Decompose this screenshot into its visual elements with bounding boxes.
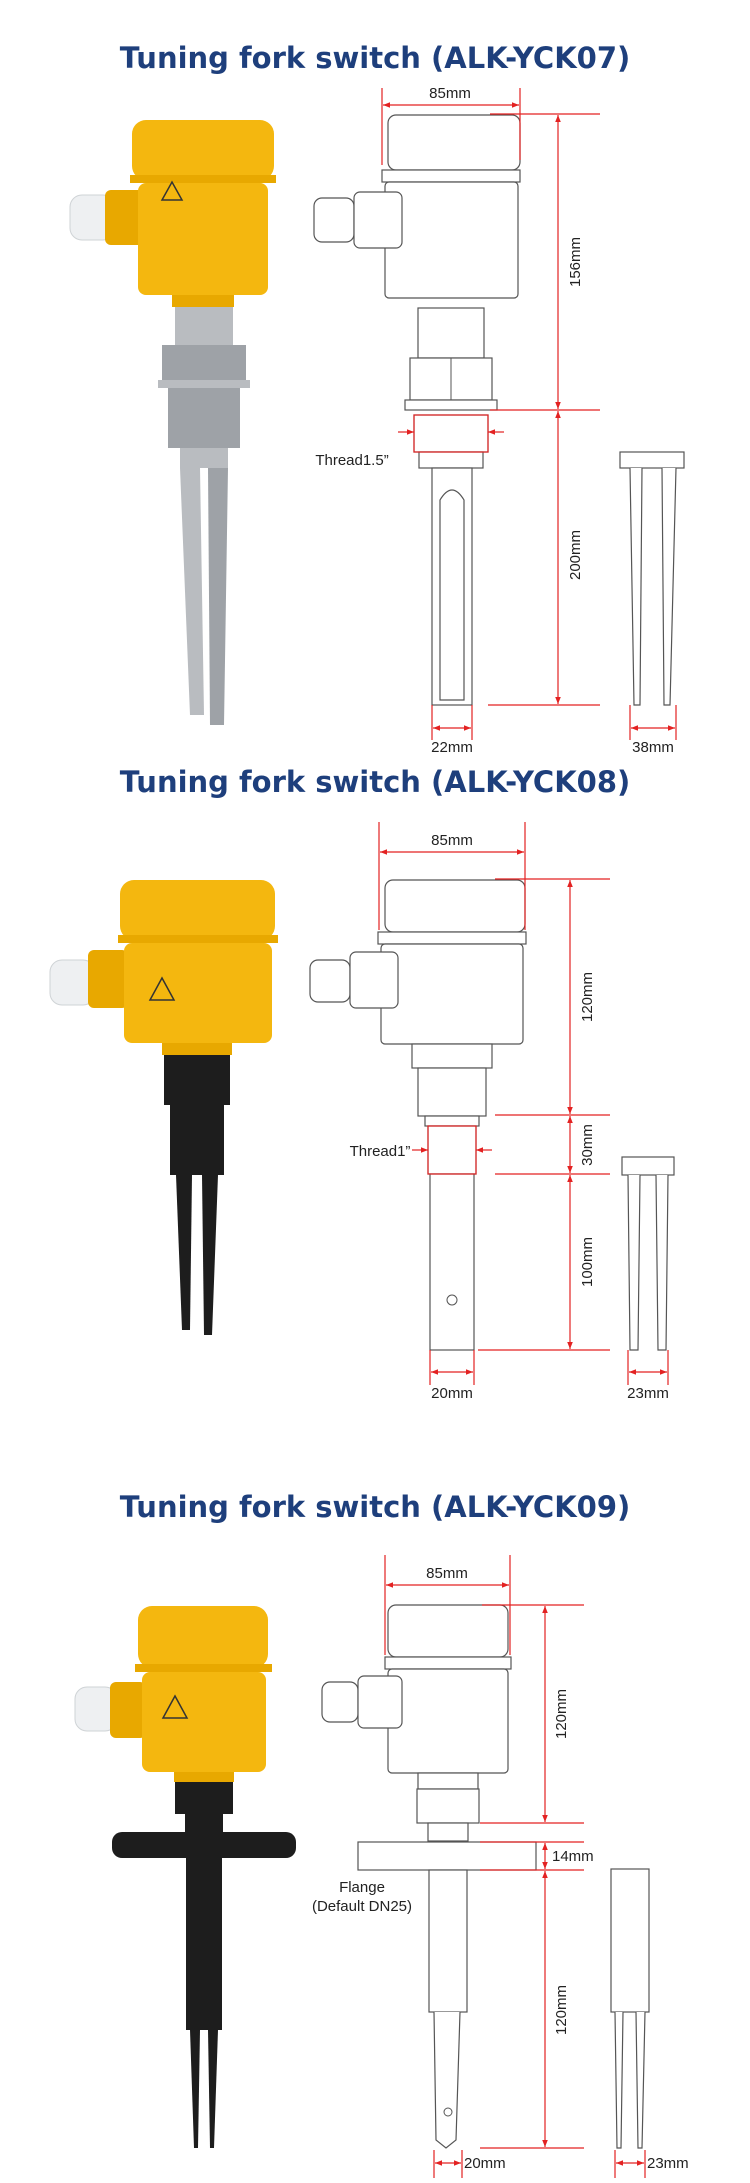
flange xyxy=(112,1832,296,1858)
warning-icon xyxy=(160,180,184,201)
thread-label: Thread1” xyxy=(350,1143,411,1160)
height-upper-label: 120mm xyxy=(553,1689,570,1739)
flange-outline xyxy=(357,1841,537,1871)
section-alk-yck08: Tuning fork switch (ALK-YCK08) xyxy=(49,765,675,1402)
thread-label: Thread1.5” xyxy=(315,452,388,469)
fork-prong xyxy=(176,1175,192,1330)
height-mid-label: 30mm xyxy=(579,1124,596,1166)
housing-cap xyxy=(138,1606,268,1668)
side-width-label: 23mm xyxy=(627,1385,669,1402)
fork-prong xyxy=(208,2030,218,2148)
side-width-label: 23mm xyxy=(647,2155,689,2172)
product-photo xyxy=(49,880,278,1335)
housing-body xyxy=(124,943,272,1043)
thread xyxy=(168,388,240,448)
product-photo xyxy=(74,1606,296,2148)
section-title: Tuning fork switch (ALK-YCK08) xyxy=(120,765,631,799)
section-alk-yck07: Tuning fork switch (ALK-YCK07) xyxy=(69,41,685,756)
dimension-drawing: 85mm 120mm 14mm 120mm Flange (Default DN… xyxy=(312,1555,689,2178)
height-lower-label: 200mm xyxy=(567,530,584,580)
section-title: Tuning fork switch (ALK-YCK07) xyxy=(120,41,631,75)
dimension-drawing: 85mm 120mm 30mm 100mm Thread1” 20mm 23mm xyxy=(309,822,675,1402)
fork-prong xyxy=(202,1175,218,1335)
fork-width-label: 20mm xyxy=(431,1385,473,1402)
thread xyxy=(164,1055,230,1105)
height-lower-label: 100mm xyxy=(579,1237,596,1287)
fork-width-label: 20mm xyxy=(464,2155,506,2172)
flange-thickness-label: 14mm xyxy=(552,1848,594,1865)
fork-prong xyxy=(208,468,228,725)
section-alk-yck09: Tuning fork switch (ALK-YCK09) xyxy=(74,1490,689,2178)
height-upper-label: 156mm xyxy=(567,237,584,287)
housing-body xyxy=(142,1672,266,1772)
width-label: 85mm xyxy=(431,832,473,849)
flange-default-label: (Default DN25) xyxy=(312,1898,412,1915)
housing-cap xyxy=(120,880,275,940)
fork-width-label: 22mm xyxy=(431,739,473,756)
height-lower-label: 120mm xyxy=(553,1985,570,2035)
housing-cap xyxy=(132,120,274,180)
product-photo xyxy=(69,120,276,725)
side-width-label: 38mm xyxy=(632,739,674,756)
fork-prong xyxy=(180,468,204,715)
width-label: 85mm xyxy=(429,85,471,102)
height-upper-label: 120mm xyxy=(579,972,596,1022)
warning-icon xyxy=(148,976,176,1001)
dimension-drawing: 85mm 156mm 200mm Thread1.5” 22mm 38mm xyxy=(313,85,685,756)
warning-icon xyxy=(161,1694,189,1719)
hex-nut xyxy=(162,345,246,380)
width-label: 85mm xyxy=(426,1565,468,1582)
section-title: Tuning fork switch (ALK-YCK09) xyxy=(120,1490,631,1524)
flange-label: Flange xyxy=(339,1879,385,1896)
fork-prong xyxy=(190,2030,200,2148)
housing-body xyxy=(138,183,268,295)
